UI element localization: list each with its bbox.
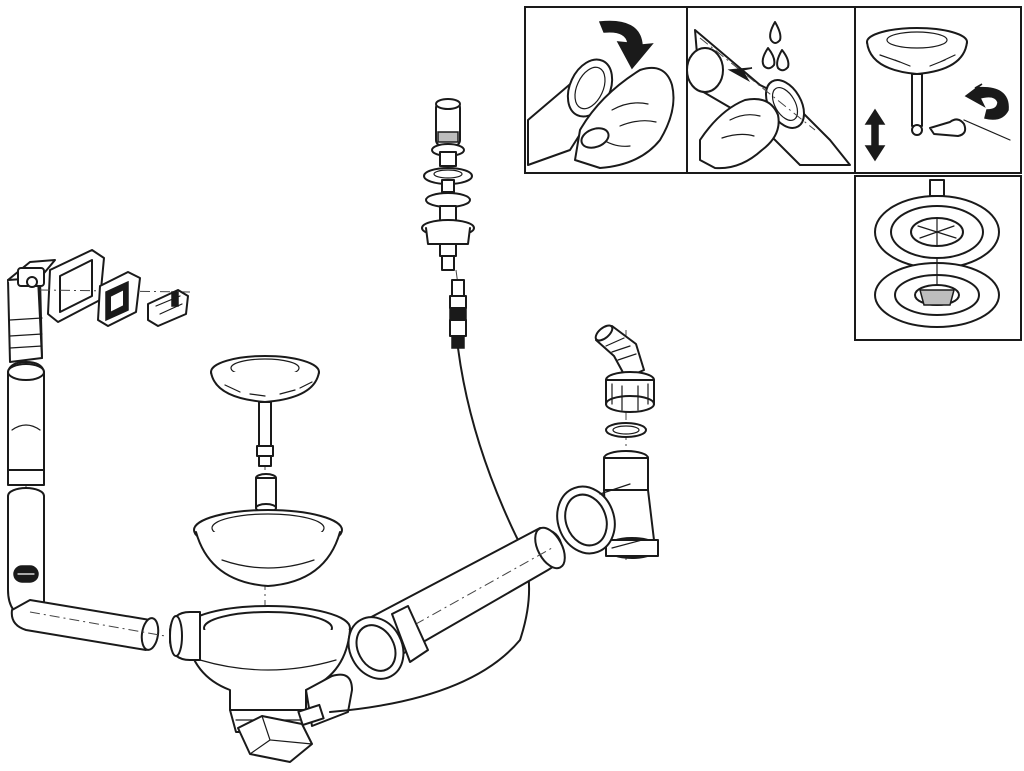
strainer-basket — [210, 355, 320, 467]
cable-connector — [449, 279, 467, 349]
instruction-panels — [524, 6, 1022, 341]
overflow-housing — [7, 259, 56, 363]
rotate-arrow-icon — [598, 20, 654, 70]
step-panel-1 — [524, 6, 688, 174]
bowden-cable — [329, 347, 531, 713]
branch-pipe — [347, 526, 566, 680]
step-panel-3 — [854, 6, 1022, 174]
siphon-elbow — [556, 483, 643, 555]
overflow-assembly — [7, 249, 191, 651]
siphon-ring — [605, 422, 647, 438]
adjust-arrow-icon — [864, 108, 886, 162]
strainer-spindle — [255, 473, 277, 513]
overflow-hose — [10, 599, 166, 651]
water-drops-icon — [761, 21, 790, 72]
siphon-adapter — [594, 324, 655, 413]
overflow-clip — [147, 289, 189, 327]
siphon-tee — [603, 450, 659, 559]
pop-up-knob — [421, 98, 475, 271]
drain-body — [169, 605, 353, 763]
overflow-cover — [39, 249, 191, 323]
step-panel-4 — [854, 175, 1022, 341]
overflow-trim-ring — [97, 271, 141, 327]
siphon-assembly — [556, 324, 659, 560]
drain-assembly — [169, 355, 353, 763]
drain-flange — [193, 509, 343, 587]
step-panel-2 — [686, 6, 856, 174]
pop-up-control — [329, 98, 531, 713]
overflow-pipe — [7, 361, 45, 621]
